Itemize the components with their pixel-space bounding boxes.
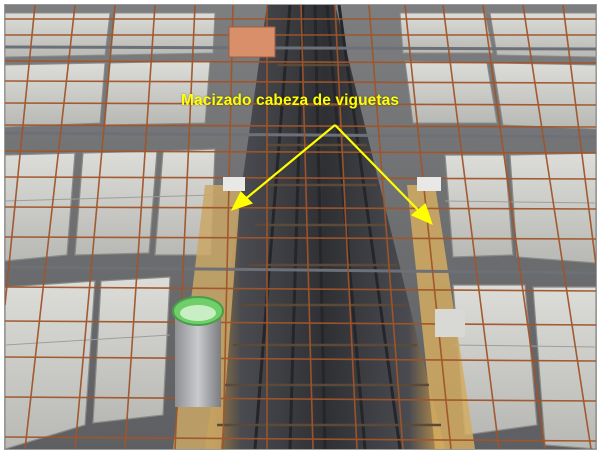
spacer-right	[417, 177, 441, 191]
photo-scene	[5, 5, 596, 449]
brick-element	[228, 26, 276, 58]
annotation-label: Macizado cabeza de viguetas	[181, 92, 400, 109]
construction-photo	[4, 4, 597, 450]
block-edges	[5, 194, 596, 348]
spacer-block	[435, 309, 465, 337]
spacer-left	[223, 177, 245, 191]
annotation-arrows	[230, 124, 433, 226]
green-pipe	[172, 296, 224, 407]
rebar-mesh	[5, 5, 596, 449]
rebar-stirrups	[217, 63, 441, 427]
